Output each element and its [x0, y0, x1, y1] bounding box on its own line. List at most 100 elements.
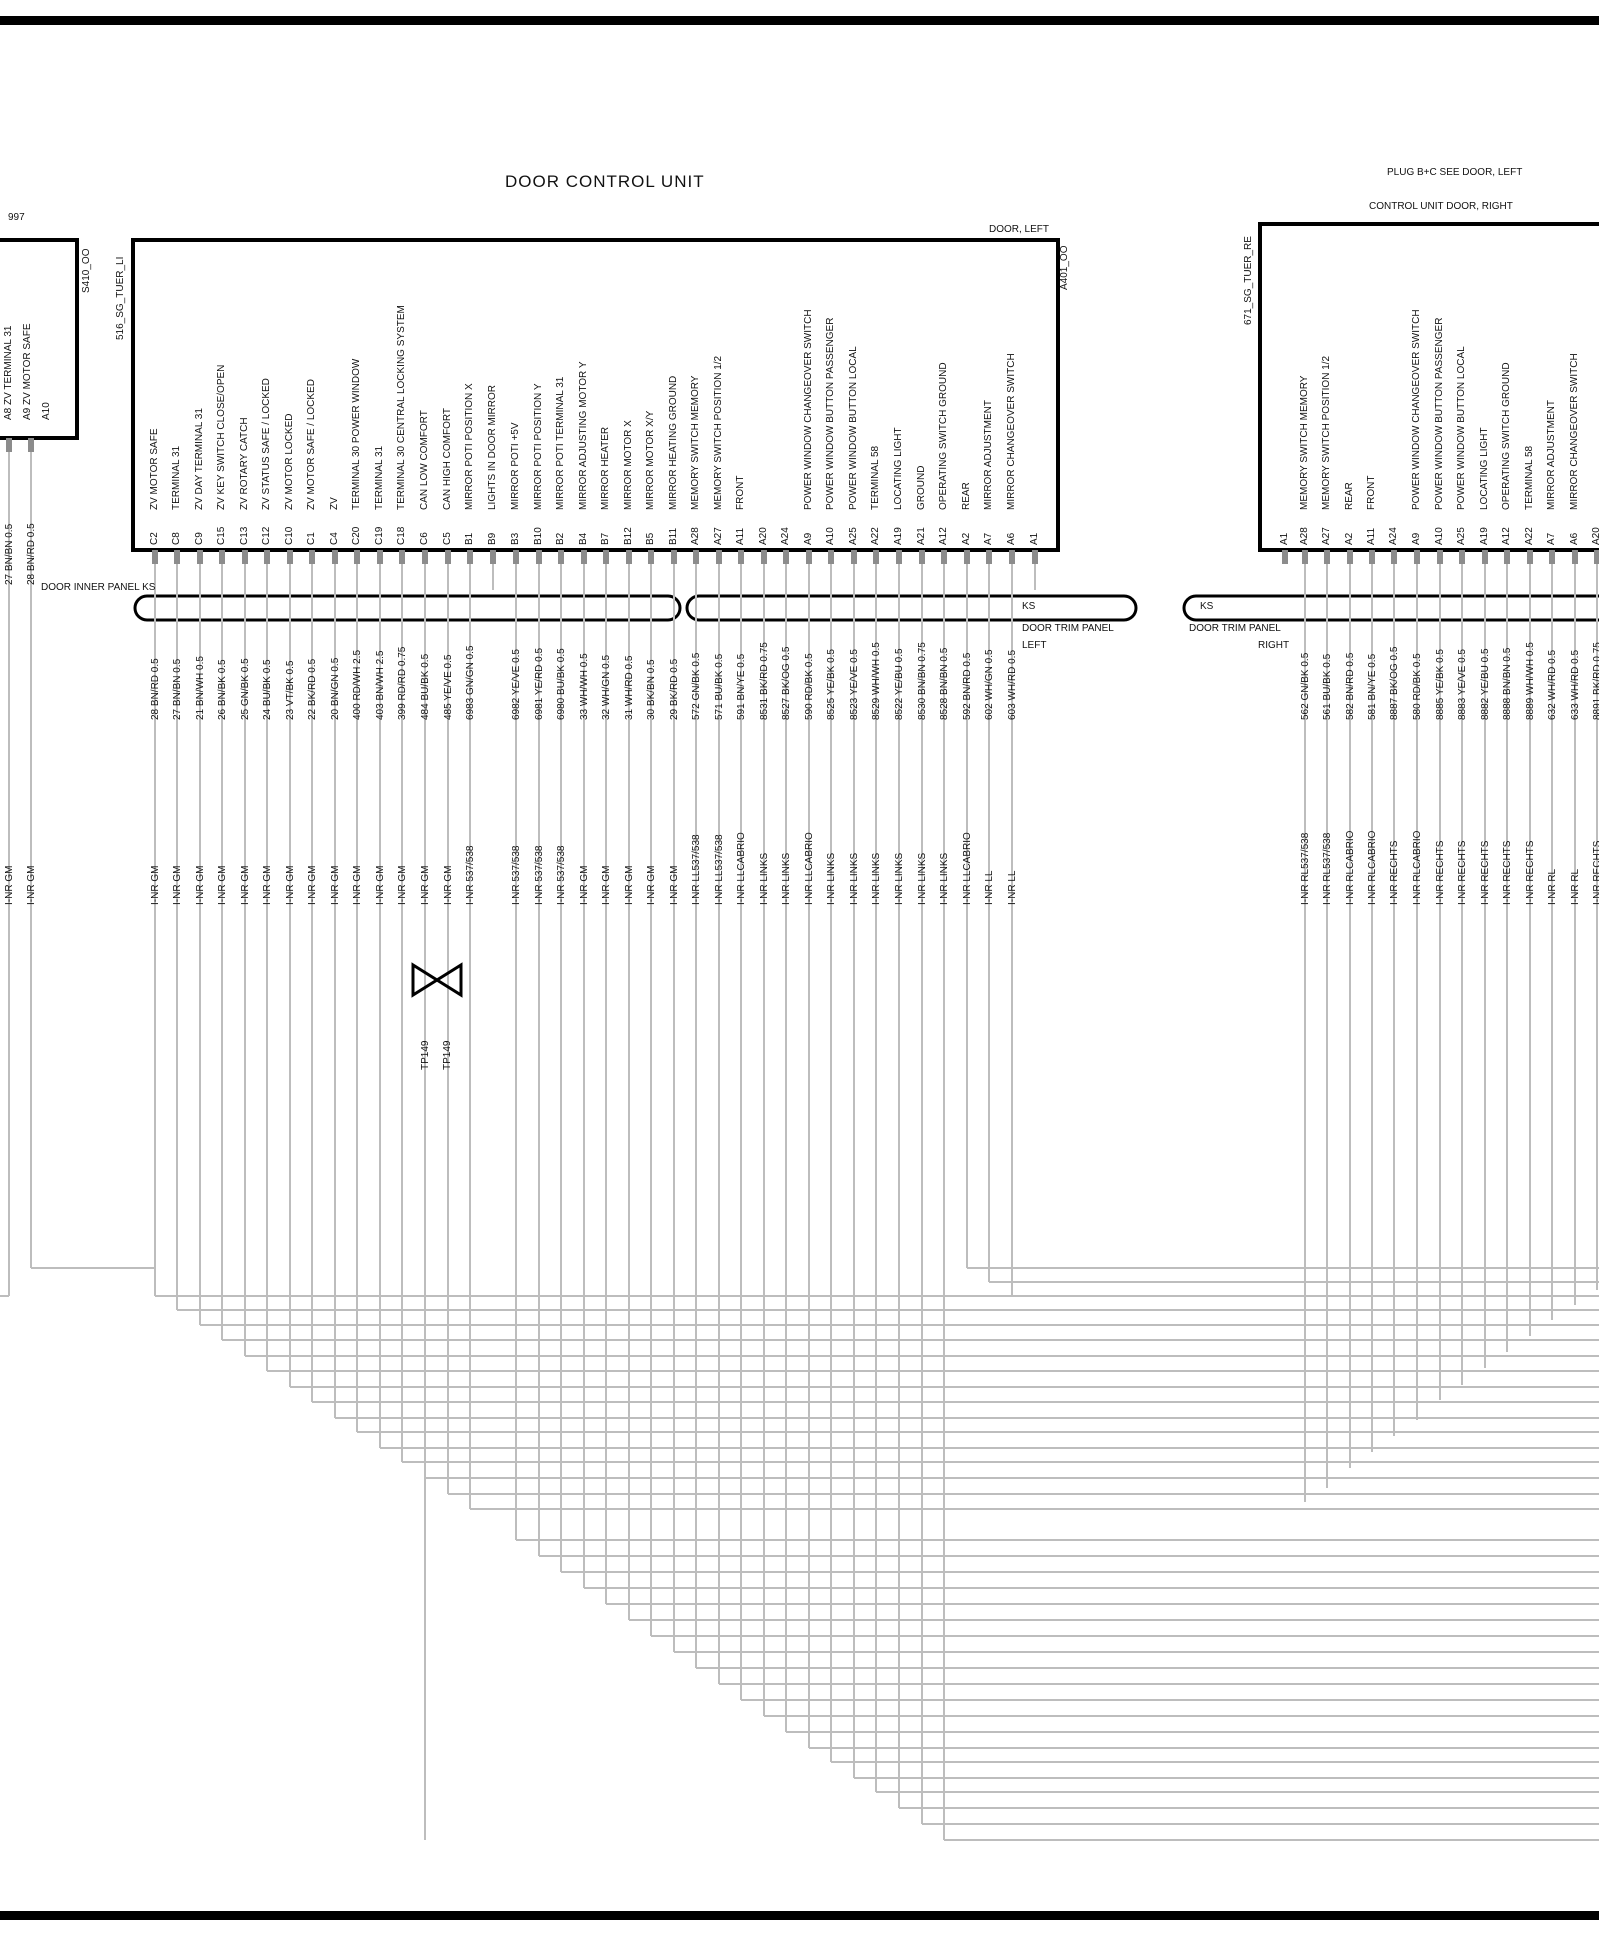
pin-function-label: ZV ROTARY CATCH: [239, 417, 250, 510]
pin-terminal: [377, 550, 383, 564]
wire-code-label: 8522 YE/BU 0.5: [894, 648, 905, 720]
wire-code-label: 25 GN/BK 0.5: [240, 658, 251, 720]
right-harness-label: I-NR RL537/538: [1322, 832, 1333, 905]
pin-function-label: POWER WINDOW CHANGEOVER SWITCH: [803, 309, 814, 510]
wire-code-label: 8531 BK/RD 0.75: [759, 642, 770, 720]
wire-code-label: 603 WH/RD 0.5: [1007, 649, 1018, 720]
pin-number: B4: [578, 532, 589, 545]
harness-label: I-NR GM: [195, 865, 206, 905]
sg-right-code: 671_SG_TUER_RE: [1243, 236, 1254, 325]
stub-pin-label: A10: [41, 402, 52, 420]
test-point-label-2: TP149: [442, 1040, 453, 1070]
right-wire-code-label: 561 BU/BK 0.5: [1322, 653, 1333, 720]
pin-function-label: POWER WINDOW BUTTON PASSENGER: [825, 317, 836, 510]
pin-number: B5: [645, 532, 656, 545]
wire-code-label: 6981 YE/RD 0.5: [534, 647, 545, 720]
wire-code-label: 27 BN/BN 0.5: [172, 658, 183, 720]
pin-number: A12: [938, 527, 949, 545]
right-pin-number: A11: [1366, 527, 1377, 545]
stub-harness-label: I-NR GM: [4, 865, 15, 905]
harness-label: I-NR LLCABRIO: [804, 832, 815, 905]
harness-label: I-NR GM: [669, 865, 680, 905]
pin-terminal: [964, 550, 970, 564]
pin-terminal: [445, 550, 451, 564]
pin-terminal: [603, 550, 609, 564]
harness-label: I-NR GM: [150, 865, 161, 905]
right-wire-code-label: 632 WH/RD 0.5: [1547, 649, 1558, 720]
pin-terminal: [152, 550, 158, 564]
right-wire-code-label: 633 WH/RD 0.5: [1570, 649, 1581, 720]
right-pin-number: A20: [1591, 527, 1599, 545]
wire-code-label: 572 GN/BK 0.5: [691, 652, 702, 720]
pin-number: C2: [149, 532, 160, 545]
bottom-border: [0, 1911, 1599, 1920]
harness-label: I-NR LL537/538: [691, 834, 702, 905]
pin-number: C8: [171, 532, 182, 545]
pin-terminal: [783, 550, 789, 564]
right-pin-number: A6: [1569, 532, 1580, 545]
harness-label: I-NR LINKS: [917, 852, 928, 905]
pin-terminal: [626, 550, 632, 564]
harness-label: I-NR 537/538: [511, 845, 522, 905]
right-pin-terminal: [1549, 550, 1555, 564]
pin-terminal: [422, 550, 428, 564]
pin-terminal: [354, 550, 360, 564]
wire-code-label: 592 BN/RD 0.5: [962, 652, 973, 720]
pin-terminal: [174, 550, 180, 564]
right-pin-terminal: [1282, 550, 1288, 564]
pin-function-label: FRONT: [735, 475, 746, 510]
pin-function-label: MIRROR HEATING GROUND: [668, 375, 679, 510]
pin-number: A9: [803, 532, 814, 545]
harness-label: I-NR LL: [1007, 870, 1018, 905]
right-pin-terminal: [1437, 550, 1443, 564]
pin-terminal: [738, 550, 744, 564]
pin-number: C9: [194, 532, 205, 545]
pin-function-label: MEMORY SWITCH MEMORY: [690, 375, 701, 510]
right-pin-number: A25: [1456, 527, 1467, 545]
test-point-symbol: [411, 962, 463, 998]
wire-code-label: 591 BN/YE 0.5: [736, 653, 747, 720]
pin-number: A6: [1006, 532, 1017, 545]
right-wire-code-label: 8887 BK/OG 0.5: [1389, 646, 1400, 720]
wire-code-label: 602 WH/GN 0.5: [984, 649, 995, 720]
right-harness-label: I-NR RECHTS: [1525, 840, 1536, 905]
right-harness-label: I-NR RECHTS: [1435, 840, 1446, 905]
pin-terminal: [671, 550, 677, 564]
pin-number: A22: [870, 527, 881, 545]
pin-number: A10: [825, 527, 836, 545]
right-wire-code-label: 8882 YE/BU 0.5: [1480, 648, 1491, 720]
harness-label: I-NR LL537/538: [714, 834, 725, 905]
trim-left-ks: KS: [1022, 601, 1036, 612]
pin-number: A24: [780, 527, 791, 545]
wire-code-label: 571 BU/BK 0.5: [714, 653, 725, 720]
pin-function-label: GROUND: [916, 465, 927, 510]
harness-label: I-NR LL: [984, 870, 995, 905]
wire-code-label: 484 BU/BK 0.5: [420, 653, 431, 720]
harness-label: I-NR GM: [217, 865, 228, 905]
sg-left-code: 516_SG_TUER_LI: [115, 256, 126, 340]
stub-pin-label: A9 ZV MOTOR SAFE: [22, 323, 33, 421]
wire-code-label: 28 BN/RD 0.5: [150, 658, 161, 720]
pin-number: C4: [329, 532, 340, 545]
pin-terminal: [941, 550, 947, 564]
harness-label: I-NR GM: [397, 865, 408, 905]
harness-label: I-NR GM: [172, 865, 183, 905]
pin-function-label: ZV: [329, 497, 340, 510]
pin-number: B12: [623, 527, 634, 545]
harness-label: I-NR GM: [646, 865, 657, 905]
pin-number: C13: [239, 526, 250, 545]
s410-code: S410_OO: [81, 248, 92, 293]
plug-note: PLUG B+C SEE DOOR, LEFT: [1387, 167, 1523, 178]
stub-pin-terminal: [28, 438, 34, 452]
pin-number: A7: [983, 532, 994, 545]
wire-code-label: 22 BK/RD 0.5: [307, 658, 318, 720]
harness-label: I-NR LINKS: [894, 852, 905, 905]
pin-function-label: ZV KEY SWITCH CLOSE/OPEN: [216, 364, 227, 510]
pin-function-label: TERMINAL 30 CENTRAL LOCKING SYSTEM: [396, 305, 407, 510]
wire-code-label: 399 RD/RD 0.75: [397, 646, 408, 720]
right-pin-number: A12: [1501, 527, 1512, 545]
wire-code-label: 20 BN/GN 0.5: [330, 657, 341, 720]
right-pin-function-label: OPERATING SWITCH GROUND: [1501, 362, 1512, 510]
harness-label: I-NR GM: [285, 865, 296, 905]
right-pin-terminal: [1324, 550, 1330, 564]
